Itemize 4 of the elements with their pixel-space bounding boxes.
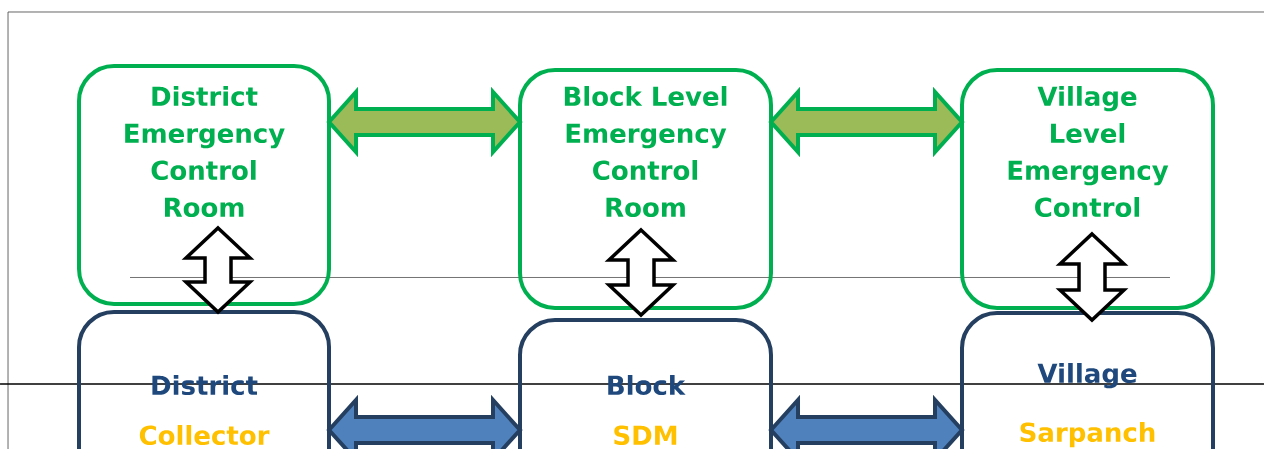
rounded-box: Village Sarpanch bbox=[960, 311, 1215, 449]
rounded-box: Block Level Emergency Control Room bbox=[518, 68, 773, 310]
rounded-box: Village Level Emergency Control bbox=[960, 68, 1215, 310]
rounded-box: District Emergency Control Room bbox=[77, 64, 331, 306]
